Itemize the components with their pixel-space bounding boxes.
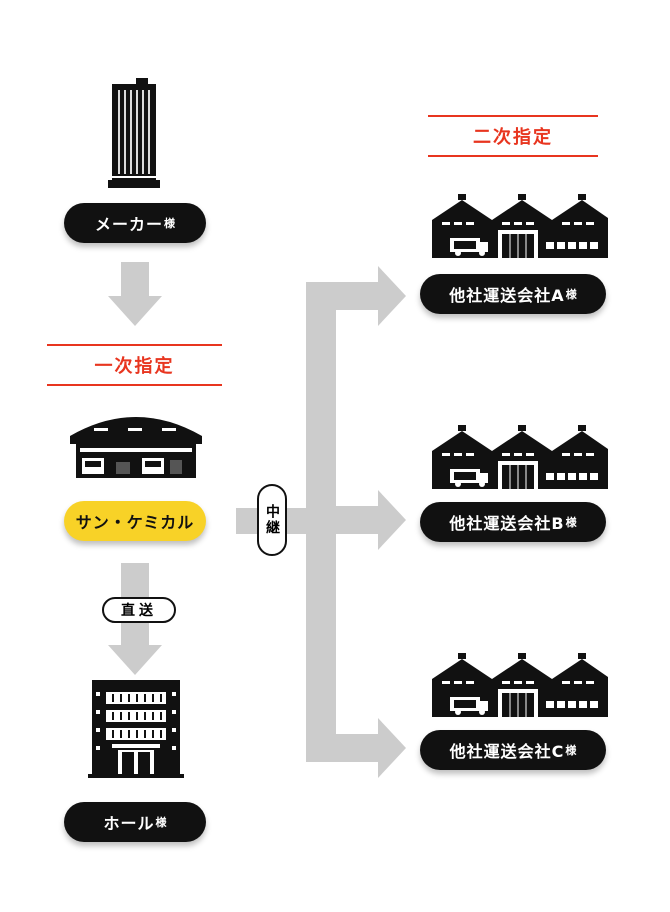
branch-c-head [378, 718, 406, 778]
section-lines [47, 115, 598, 386]
carrier-a-label: 他社運送会社A [449, 286, 565, 305]
maker-node: メーカー様 [64, 203, 206, 243]
office-tower-icon [108, 78, 160, 188]
warehouse-trucks-icon [70, 417, 202, 478]
branch-c [306, 734, 378, 762]
hall-label: ホール [103, 814, 155, 833]
building-entrance-icon [88, 680, 184, 778]
sun-chemical-label: サン・ケミカル [75, 513, 195, 532]
carrier-c-label: 他社運送会社C [449, 742, 565, 761]
direct-delivery-tag: 直送 [102, 597, 176, 623]
arrow-down-1 [121, 262, 149, 296]
factory-sawtooth-icon [431, 424, 609, 490]
arrow-down-2-head [108, 645, 162, 675]
maker-label: メーカー [94, 215, 163, 234]
hall-node: ホール様 [64, 802, 206, 842]
hall-suffix: 様 [155, 816, 167, 829]
primary-designation-title: 一次指定 [94, 356, 175, 377]
relay-tag: 中継 [257, 484, 287, 556]
branch-b-head [378, 490, 406, 550]
factory-sawtooth-icon [431, 193, 609, 259]
arrow-down-1-head [108, 296, 162, 326]
maker-suffix: 様 [164, 217, 175, 230]
carrier-a-suffix: 様 [565, 288, 577, 301]
branch-a-head [378, 266, 406, 326]
sun-chemical-node: サン・ケミカル [64, 501, 206, 541]
carrier-b-label: 他社運送会社B [449, 514, 565, 533]
carrier-c-suffix: 様 [565, 744, 577, 757]
branch-b [306, 506, 378, 534]
secondary-designation-title: 二次指定 [473, 127, 553, 148]
flow-arrows [108, 262, 406, 778]
factory-sawtooth-icon [431, 652, 609, 718]
branch-a [306, 282, 378, 310]
carrier-b-suffix: 様 [565, 516, 577, 529]
